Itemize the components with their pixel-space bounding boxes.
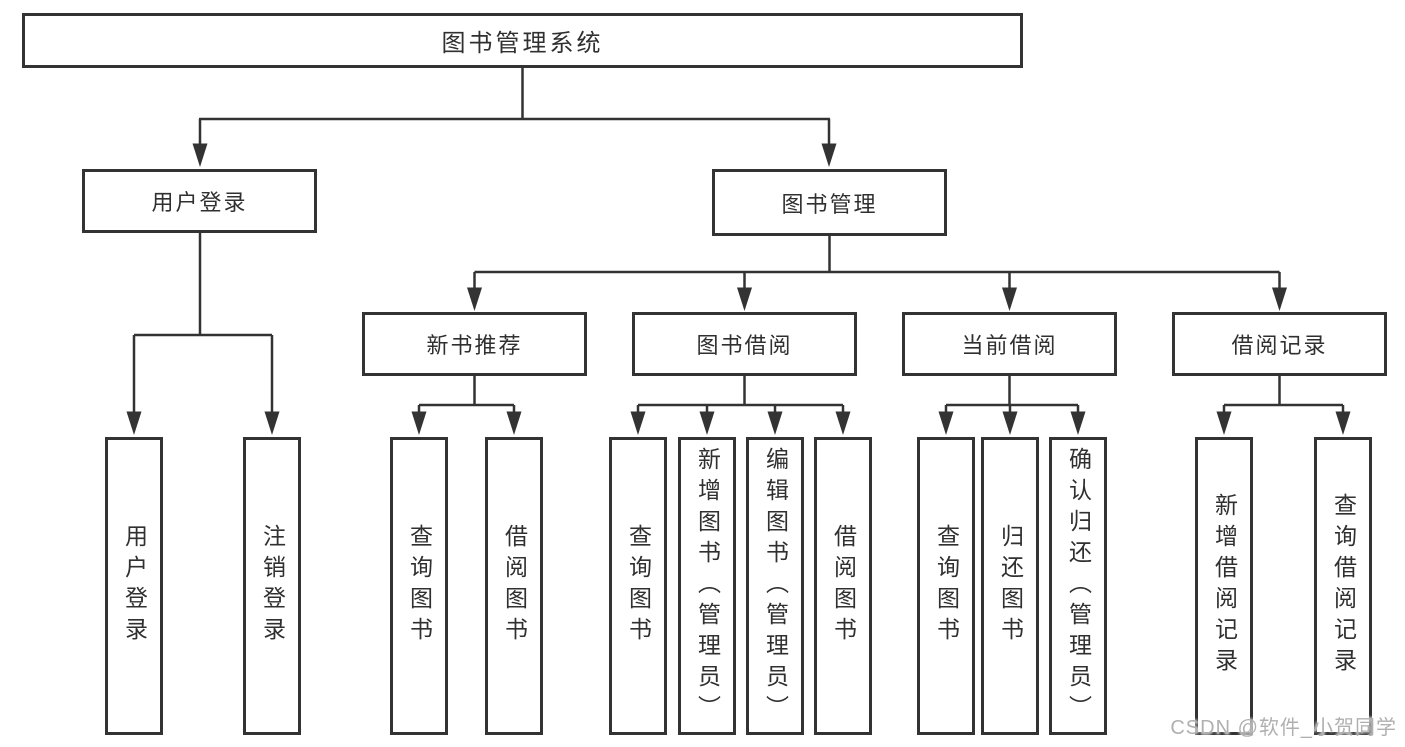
node-query-books-borrowing: 查询图书 — [609, 437, 667, 735]
arrowhead — [1002, 287, 1017, 311]
arrowhead — [467, 287, 482, 311]
arrowhead — [1002, 411, 1018, 435]
arrowhead — [737, 287, 752, 311]
connector-line — [473, 272, 1281, 289]
connector-line — [132, 335, 274, 413]
node-label: 新书推荐 — [426, 333, 523, 358]
node-book-management: 图书管理 — [712, 169, 947, 236]
node-label: 新增图书（管理员） — [694, 446, 721, 726]
node-label: 借阅图书 — [501, 524, 528, 648]
node-confirm-return-admin: 确认归还（管理员） — [1049, 437, 1107, 735]
node-label: 图书管理 — [781, 191, 878, 217]
arrowhead — [1335, 411, 1351, 435]
node-current-borrowing: 当前借阅 — [902, 312, 1117, 376]
node-borrowing-records: 借阅记录 — [1172, 312, 1387, 376]
node-new-book-recommendation: 新书推荐 — [362, 312, 587, 376]
arrowhead — [699, 411, 715, 435]
node-add-books-admin: 新增图书（管理员） — [678, 437, 736, 735]
node-query-borrowing-record: 查询借阅记录 — [1314, 437, 1372, 735]
arrowhead — [126, 411, 142, 435]
node-borrow-books-action: 借阅图书 — [814, 437, 872, 735]
node-user-login: 用户登录 — [82, 169, 317, 233]
node-label: 当前借阅 — [961, 333, 1058, 358]
connector-lines — [132, 68, 1345, 414]
node-label: 注销登录 — [259, 524, 286, 648]
arrowhead — [767, 411, 783, 435]
arrowhead — [630, 411, 646, 435]
node-label: 图书管理系统 — [441, 30, 604, 57]
arrowhead — [1272, 287, 1287, 311]
arrowhead — [1070, 411, 1086, 435]
node-query-books-recommend: 查询图书 — [390, 437, 448, 735]
node-label: 用户登录 — [121, 524, 148, 648]
node-label: 查询借阅记录 — [1330, 493, 1357, 679]
connector-line — [198, 119, 831, 146]
arrowhead — [192, 143, 208, 167]
node-add-borrowing-record: 新增借阅记录 — [1195, 437, 1253, 735]
arrowhead — [411, 411, 427, 435]
arrowhead — [938, 411, 954, 435]
node-label: 确认归还（管理员） — [1065, 446, 1092, 726]
node-query-books-current: 查询图书 — [917, 437, 975, 735]
arrowhead — [1216, 411, 1232, 435]
node-label: 新增借阅记录 — [1211, 493, 1238, 679]
node-book-borrowing: 图书借阅 — [632, 312, 857, 376]
node-label: 归还图书 — [997, 524, 1024, 648]
arrowhead — [835, 411, 851, 435]
node-edit-books-admin: 编辑图书（管理员） — [746, 437, 804, 735]
arrowhead — [821, 143, 837, 167]
watermark: CSDN @软件_小贺同学 — [1170, 717, 1397, 739]
arrowheads — [126, 143, 1351, 435]
node-borrow-books-recommend: 借阅图书 — [485, 437, 543, 735]
connector-line — [473, 376, 1281, 406]
node-label: 图书借阅 — [696, 333, 793, 358]
node-label: 借阅记录 — [1231, 333, 1328, 358]
node-label: 借阅图书 — [830, 524, 857, 648]
node-label: 查询图书 — [625, 524, 652, 648]
node-label: 用户登录 — [151, 190, 248, 215]
connector-line — [417, 405, 1345, 414]
node-label: 编辑图书（管理员） — [762, 446, 789, 726]
node-label: 查询图书 — [406, 524, 433, 648]
node-label: 查询图书 — [933, 524, 960, 648]
arrowhead — [264, 411, 280, 435]
arrowhead — [506, 411, 522, 435]
node-library-management-system: 图书管理系统 — [22, 13, 1023, 68]
node-logout-action: 注销登录 — [243, 437, 301, 735]
node-user-login-action: 用户登录 — [105, 437, 163, 735]
node-return-books: 归还图书 — [981, 437, 1039, 735]
